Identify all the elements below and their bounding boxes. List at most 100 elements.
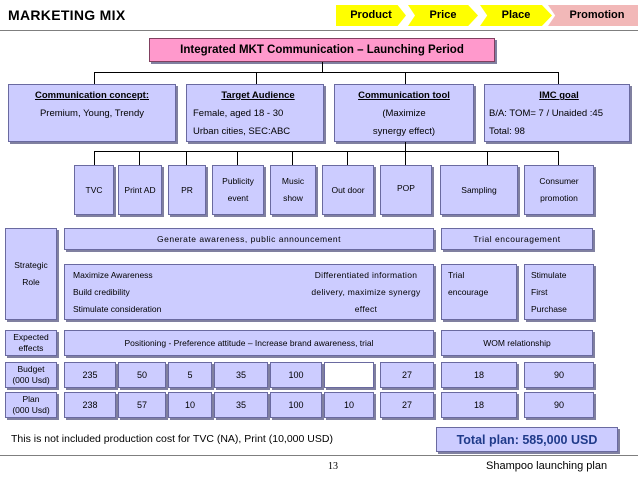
- plan-publicity-event: 35: [214, 392, 268, 418]
- label-line: Role: [22, 277, 40, 287]
- plan-music-show: 100: [270, 392, 322, 418]
- plan-consumer-promotion: 90: [524, 392, 594, 418]
- tool-label: show: [283, 193, 303, 203]
- footer-divider: [0, 455, 638, 456]
- label-line: (000 Usd): [12, 375, 50, 385]
- plan-pr: 10: [168, 392, 212, 418]
- label-line: (000 Usd): [12, 405, 50, 415]
- connector: [139, 151, 140, 165]
- plan-sampling: 18: [441, 392, 517, 418]
- tool-outdoor: Out door: [322, 165, 374, 215]
- label-line: Budget: [17, 364, 45, 374]
- tool-label: Sampling: [461, 184, 497, 195]
- tool-music-show: Music show: [270, 165, 316, 215]
- objective-line: encourage: [448, 287, 489, 297]
- objective-line: Maximize Awareness: [73, 270, 153, 280]
- label-line: Expected: [13, 332, 49, 342]
- trial-encouragement-box: Trial encouragement: [441, 228, 593, 250]
- imc-goal-box: IMC goal B/A: TOM= 7 / Unaided :45 Total…: [484, 84, 630, 142]
- footer-caption: Shampoo launching plan: [486, 460, 608, 472]
- plan-label: Plan (000 Usd): [5, 392, 57, 418]
- tool-label: PR: [181, 184, 193, 195]
- tool-label: Print AD: [124, 184, 156, 195]
- tool-tvc: TVC: [74, 165, 114, 215]
- plan-print-ad: 57: [118, 392, 166, 418]
- objective-line: Purchase: [531, 303, 567, 314]
- objective-line: Build credibility: [73, 287, 130, 297]
- connector: [94, 151, 95, 165]
- strategic-objectives-box: Maximize Awareness Build credibility Sti…: [64, 264, 434, 320]
- category-line: (Maximize: [382, 108, 426, 119]
- tool-pop: POP: [380, 165, 432, 215]
- tool-label: Publicity: [222, 176, 254, 186]
- category-heading: Target Audience: [221, 90, 295, 101]
- connector: [186, 151, 187, 165]
- objective-line: Trial: [448, 270, 465, 280]
- trial-encourage-box: Trial encourage: [441, 264, 517, 320]
- tool-publicity-event: Publicity event: [212, 165, 264, 215]
- tool-pr: PR: [168, 165, 206, 215]
- tool-label: Music: [281, 176, 305, 186]
- production-cost-note: This is not included production cost for…: [11, 433, 333, 445]
- category-line: Premium, Young, Trendy: [39, 108, 145, 119]
- strategic-role-label: Strategic Role: [5, 228, 57, 320]
- budget-print-ad: 50: [118, 362, 166, 388]
- tab-promotion[interactable]: Promotion: [548, 5, 638, 26]
- tab-price[interactable]: Price: [408, 5, 478, 26]
- page-title: MARKETING MIX: [8, 7, 126, 23]
- category-heading: Communication tool: [358, 90, 450, 101]
- connector: [94, 151, 558, 152]
- connector: [405, 151, 406, 165]
- objective-line: Differentiated information: [314, 270, 418, 280]
- category-line: Female, aged 18 - 30: [193, 108, 284, 119]
- connector: [558, 151, 559, 165]
- objective-line: Stimulate: [531, 269, 567, 280]
- expected-effects-label: Expected effects: [5, 330, 57, 356]
- connector: [347, 151, 348, 165]
- positioning-box: Positioning - Preference attitude – Incr…: [64, 330, 434, 356]
- header-divider: [0, 30, 638, 31]
- awareness-objectives: Maximize Awareness Build credibility Sti…: [73, 267, 161, 318]
- budget-sampling: 18: [441, 362, 517, 388]
- connector: [94, 72, 558, 73]
- label-line: Plan: [22, 394, 40, 404]
- category-heading: IMC goal: [539, 90, 579, 101]
- wom-relationship-box: WOM relationship: [441, 330, 593, 356]
- synergy-objectives: Differentiated information delivery, max…: [301, 267, 431, 318]
- budget-tvc: 235: [64, 362, 116, 388]
- tool-sampling: Sampling: [440, 165, 518, 215]
- category-line: Urban cities, SEC:ABC: [193, 126, 291, 137]
- total-plan-box: Total plan: 585,000 USD: [436, 427, 618, 452]
- tool-consumer-promotion: Consumer promotion: [524, 165, 594, 215]
- objective-line: Stimulate consideration: [73, 304, 162, 314]
- tool-label: Consumer: [539, 176, 579, 186]
- tool-label: event: [227, 193, 249, 203]
- category-line: Total: 98: [489, 126, 525, 137]
- plan-pop: 27: [380, 392, 434, 418]
- connector: [94, 72, 95, 84]
- budget-pop: 27: [380, 362, 434, 388]
- budget-publicity-event: 35: [214, 362, 268, 388]
- tool-label: promotion: [540, 193, 578, 203]
- category-line: B/A: TOM= 7 / Unaided :45: [489, 108, 603, 119]
- target-audience-box: Target Audience Female, aged 18 - 30 Urb…: [186, 84, 324, 142]
- category-heading: Communication concept:: [34, 90, 149, 101]
- imc-title-box: Integrated MKT Communication – Launching…: [149, 38, 495, 62]
- tool-label: Out door: [331, 184, 365, 195]
- tool-label: TVC: [85, 184, 103, 195]
- category-line: synergy effect): [372, 126, 436, 137]
- tab-place[interactable]: Place: [480, 5, 552, 26]
- budget-outdoor: [324, 362, 374, 388]
- communication-tool-box: Communication tool (Maximize synergy eff…: [334, 84, 474, 142]
- budget-consumer-promotion: 90: [524, 362, 594, 388]
- tool-print-ad: Print AD: [118, 165, 162, 215]
- page-number: 13: [328, 461, 338, 472]
- generate-awareness-box: Generate awareness, public announcement: [64, 228, 434, 250]
- plan-outdoor: 10: [324, 392, 374, 418]
- budget-music-show: 100: [270, 362, 322, 388]
- budget-pr: 5: [168, 362, 212, 388]
- budget-label: Budget (000 Usd): [5, 362, 57, 388]
- plan-tvc: 238: [64, 392, 116, 418]
- tab-product[interactable]: Product: [336, 5, 406, 26]
- connector: [237, 151, 238, 165]
